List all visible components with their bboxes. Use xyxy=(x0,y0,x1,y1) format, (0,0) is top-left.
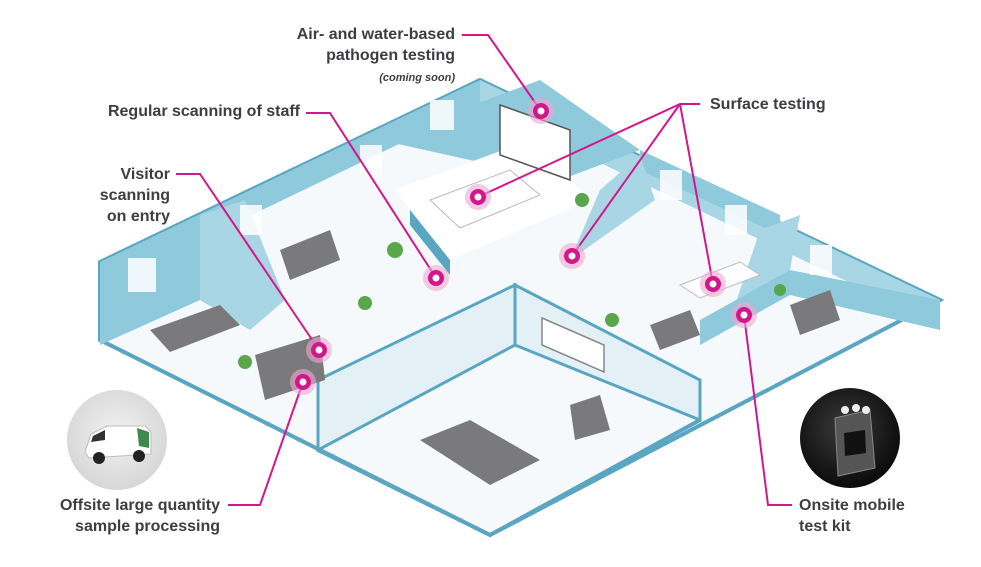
label-onsite: Onsite mobile test kit xyxy=(799,495,905,537)
leader-air-water xyxy=(462,34,542,112)
label-line: test kit xyxy=(799,518,851,535)
windows xyxy=(128,100,832,292)
label-line: Visitor xyxy=(120,166,171,183)
leader-visitor xyxy=(176,173,320,351)
label-air-water: Air- and water-based pathogen testing xyxy=(240,24,455,66)
leader-surface-3 xyxy=(679,103,714,285)
target-dot-icon[interactable] xyxy=(465,184,491,210)
presentation-screen xyxy=(541,316,605,374)
leader-regular-scanning xyxy=(306,112,437,279)
label-visitor-scanning: Visitor scanning on entry xyxy=(60,164,170,227)
leader-lines xyxy=(176,34,792,506)
label-line: Offsite large quantity xyxy=(59,497,220,514)
label-coming-soon: (coming soon) xyxy=(379,72,455,84)
left-partition xyxy=(200,200,285,330)
meeting-partition xyxy=(410,210,450,275)
label-line: on entry xyxy=(106,208,170,225)
target-dot-icon[interactable] xyxy=(700,271,726,297)
target-dot-icon[interactable] xyxy=(528,98,554,124)
leader-offsite xyxy=(228,381,304,506)
label-line: sample processing xyxy=(75,518,220,535)
plants xyxy=(238,193,786,369)
target-dot-icon[interactable] xyxy=(290,369,316,395)
label-line: Air- and water-based xyxy=(296,26,455,43)
label-regular-scanning: Regular scanning of staff xyxy=(107,103,300,120)
label-surface-testing: Surface testing xyxy=(710,96,826,113)
markers xyxy=(290,98,757,395)
leader-surface-2 xyxy=(571,103,681,257)
test-kit-device-photo xyxy=(800,388,900,488)
leader-onsite xyxy=(743,314,792,506)
right-office-wall xyxy=(700,270,940,345)
label-offsite: Offsite large quantity sample processing xyxy=(20,495,220,537)
delivery-van-photo xyxy=(67,390,167,490)
label-line: scanning xyxy=(99,187,170,204)
right-partition-1 xyxy=(570,155,655,260)
target-dot-icon[interactable] xyxy=(306,337,332,363)
target-dot-icon[interactable] xyxy=(559,243,585,269)
target-dot-icon[interactable] xyxy=(423,265,449,291)
label-line: Onsite mobile xyxy=(799,497,905,514)
target-dot-icon[interactable] xyxy=(731,302,757,328)
conference-floor-edge xyxy=(317,418,701,538)
label-line: pathogen testing xyxy=(326,47,455,64)
